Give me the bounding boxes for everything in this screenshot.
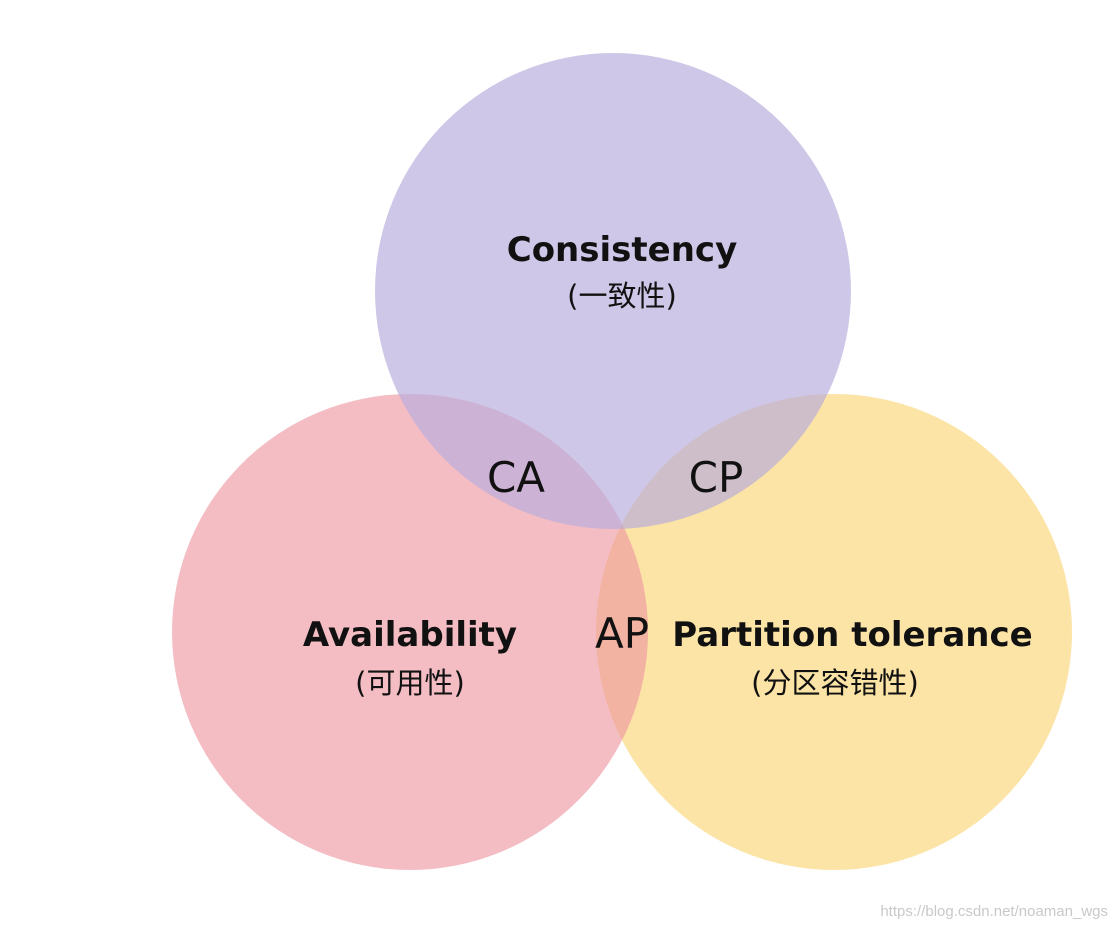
- availability-label: Availability: [302, 615, 518, 655]
- partition-tolerance-sublabel: (分区容错性): [751, 666, 919, 700]
- consistency-circle: [375, 53, 851, 529]
- consistency-label: Consistency: [506, 230, 738, 270]
- ap-intersection-label: AP: [594, 609, 650, 658]
- availability-sublabel: (可用性): [355, 666, 465, 700]
- cp-intersection-label: CP: [688, 453, 744, 502]
- watermark-url: https://blog.csdn.net/noaman_wgs: [880, 903, 1108, 920]
- consistency-sublabel: (一致性): [567, 279, 677, 313]
- ca-intersection-label: CA: [486, 453, 546, 502]
- partition-tolerance-circle: [596, 394, 1072, 870]
- partition-tolerance-label: Partition tolerance: [672, 615, 1033, 655]
